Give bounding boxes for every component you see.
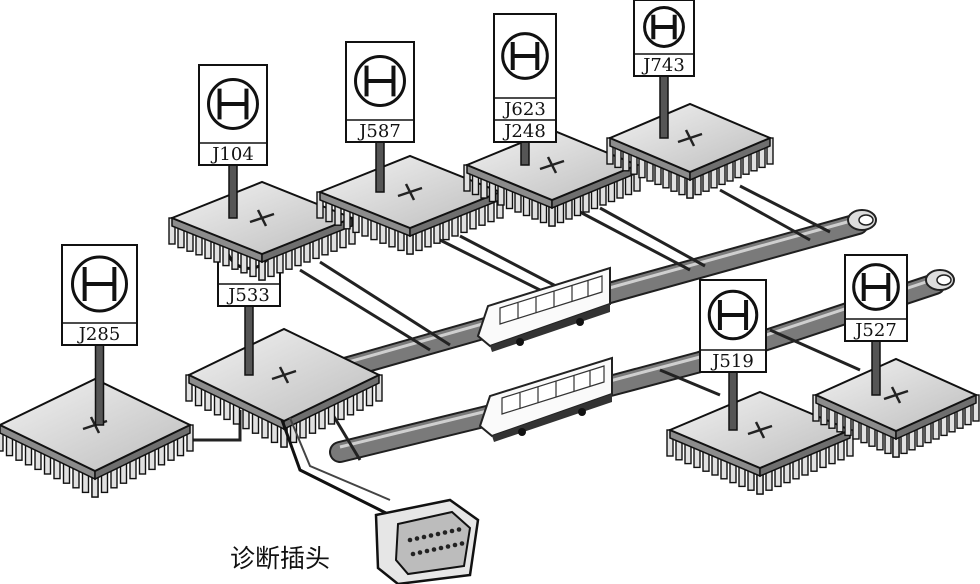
ecu-sign: J519 — [699, 279, 767, 373]
ecu-j527: J527 — [812, 254, 980, 458]
branch-wire — [319, 260, 451, 347]
ecu-label: J248 — [502, 121, 546, 142]
sign-pole — [520, 141, 530, 166]
ecu-sign: J104 — [198, 64, 268, 166]
connector-pin — [431, 547, 437, 552]
sign-pole — [659, 75, 669, 139]
branch-wire — [739, 184, 831, 234]
sign-pole — [728, 371, 738, 431]
ecu-j587: J587 — [316, 41, 504, 255]
h-letter-icon — [651, 14, 677, 40]
h-letter-icon — [82, 266, 117, 302]
data-train-lower — [478, 356, 613, 442]
connector-pin — [442, 530, 448, 535]
connector-pin — [417, 550, 423, 555]
chip-pins — [606, 137, 774, 199]
data-train-upper — [476, 266, 611, 352]
ecu-j104: J104 — [168, 64, 356, 281]
ecu-label: J285 — [77, 324, 121, 345]
connector-pin — [421, 534, 427, 540]
sign-pole — [871, 340, 881, 396]
h-letter-icon — [217, 88, 249, 120]
chip-marker-icon — [677, 129, 703, 147]
connector-pin — [456, 527, 462, 532]
ecu-sign: J527 — [844, 254, 908, 342]
branch-wire — [579, 210, 691, 272]
connector-pin — [445, 544, 451, 549]
h-letter-icon — [510, 41, 540, 71]
ecu-label: J533 — [226, 285, 270, 306]
branch-wire — [299, 268, 431, 352]
bus-terminator-upper — [847, 209, 877, 231]
branch-wire — [659, 368, 721, 397]
ecu-label: J519 — [710, 351, 754, 372]
ecu-j743: J743 — [606, 0, 774, 199]
connector-pin — [459, 541, 465, 546]
ecu-sign: J285 — [61, 244, 138, 346]
chip-marker-icon — [747, 421, 773, 439]
bus-rail-lower-highlight — [339, 277, 936, 449]
ecu-label: J527 — [853, 320, 897, 341]
connector-pin — [407, 537, 413, 543]
branch-wire — [769, 328, 861, 372]
connector-pin — [449, 528, 455, 534]
chip-pins — [666, 429, 854, 495]
sign-pole — [375, 141, 385, 193]
data-bus-lines — [190, 184, 946, 463]
chip-marker-icon — [271, 366, 297, 384]
connector-pin — [424, 548, 430, 554]
h-letter-icon — [364, 65, 396, 97]
diagnostic-connector-label: 诊断插头 — [230, 544, 330, 573]
chip-pins — [168, 217, 356, 281]
ecu-label: J104 — [210, 144, 254, 165]
h-letter-icon — [717, 300, 749, 330]
chip-pins — [463, 164, 641, 227]
connector-pin — [435, 531, 441, 537]
ecu-j519: J519 — [666, 279, 854, 495]
connector-pin — [410, 551, 416, 557]
ecu-label: J587 — [357, 121, 401, 142]
connector-pin — [438, 545, 444, 551]
connector-pins — [407, 527, 465, 557]
bus-terminator-lower — [925, 269, 955, 291]
sign-pole — [228, 164, 238, 219]
diagnostic-connector — [280, 417, 480, 584]
chip-marker-icon — [539, 156, 565, 174]
connector-pin — [414, 536, 420, 541]
ecu-label: J623 — [502, 99, 546, 120]
branch-wire — [599, 206, 706, 268]
bus-rail-lower — [331, 275, 944, 461]
sign-pole — [94, 344, 105, 426]
sign-pole — [244, 305, 254, 376]
ecu-label: J743 — [641, 55, 685, 76]
chip-pins — [0, 424, 194, 498]
h-letter-icon — [861, 272, 891, 302]
ecu-sign: J743 — [633, 0, 695, 77]
chip-marker-icon — [249, 209, 275, 227]
ecu-j285: J285 — [0, 244, 194, 498]
bus-rail-upper — [336, 215, 867, 377]
chip-marker-icon — [883, 386, 909, 404]
connector-pin — [452, 542, 458, 548]
chip-pins — [185, 374, 383, 448]
chip-marker-icon — [397, 183, 423, 201]
connector-pin — [428, 533, 434, 538]
branch-wire — [719, 188, 811, 242]
ecu-sign: J587 — [345, 41, 415, 143]
